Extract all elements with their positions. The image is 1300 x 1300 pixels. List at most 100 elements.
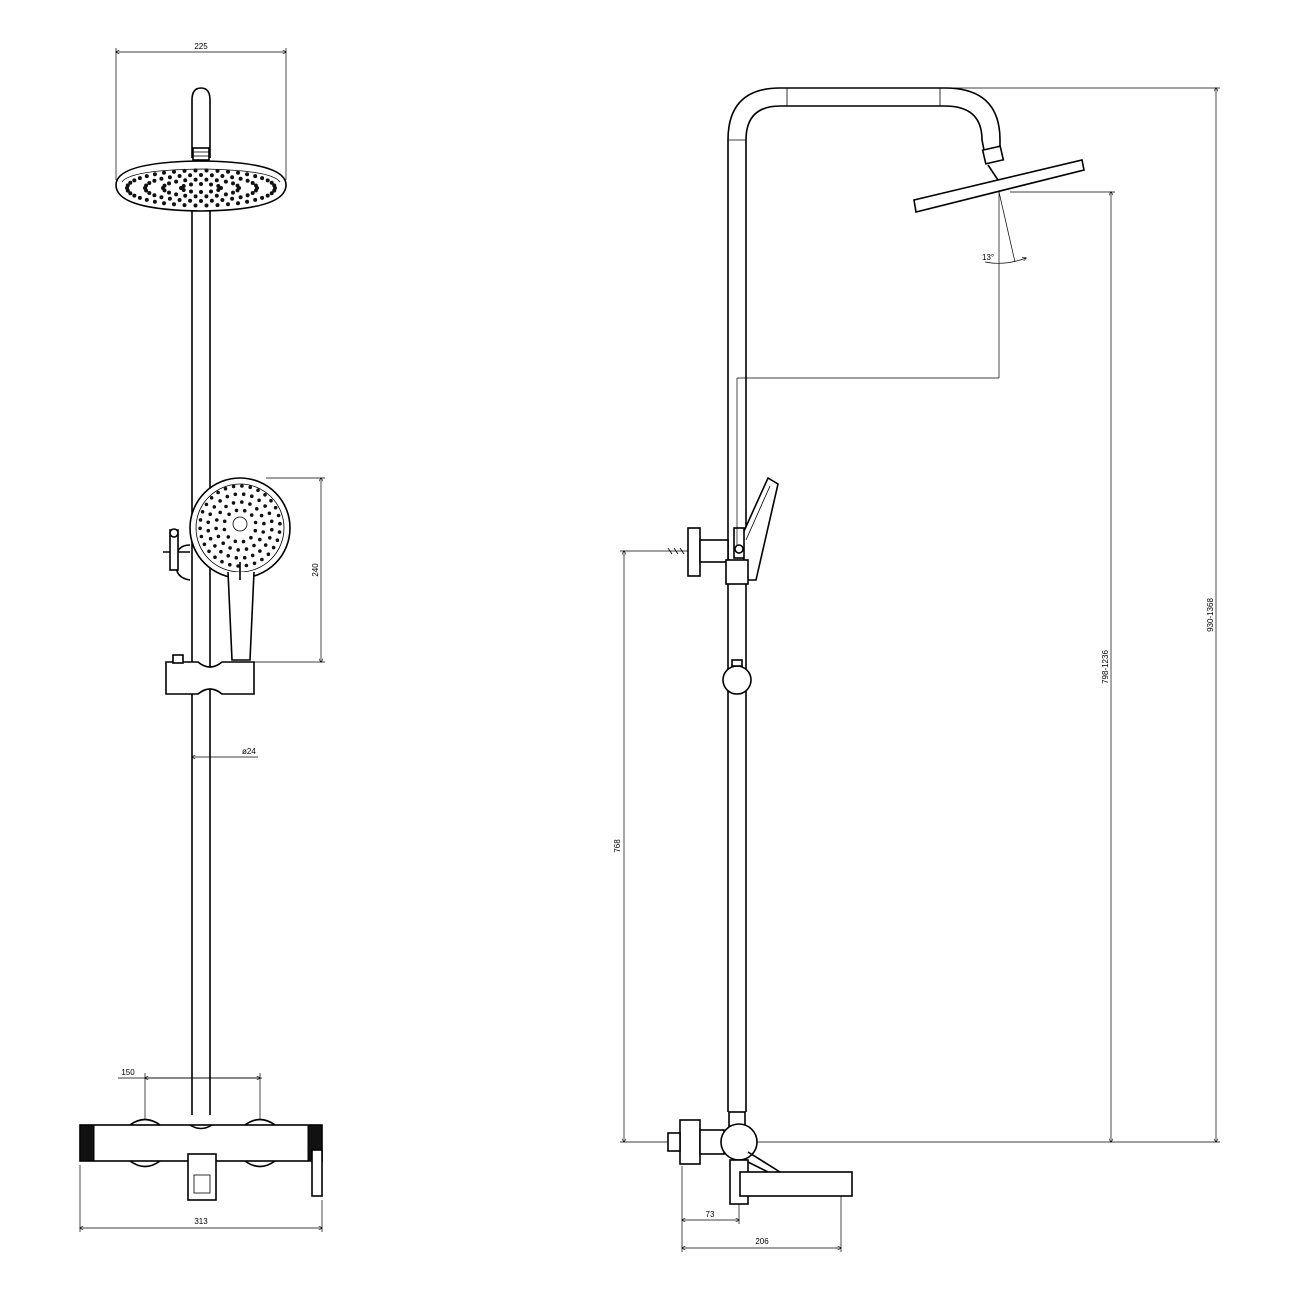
nozzle-dot bbox=[220, 198, 225, 202]
nozzle-dot bbox=[214, 193, 219, 198]
front-view: 225 240 ø24 150 313 bbox=[79, 42, 325, 1232]
nozzle-dot bbox=[227, 512, 231, 517]
nozzle-dot bbox=[183, 178, 188, 183]
nozzle-dot bbox=[128, 180, 133, 185]
nozzle-dot bbox=[269, 498, 273, 503]
nozzle-dot bbox=[174, 179, 179, 184]
nozzle-dot bbox=[234, 508, 239, 513]
nozzle-dot bbox=[222, 527, 227, 532]
nozzle-dot bbox=[125, 183, 130, 188]
nozzle-dot bbox=[198, 518, 203, 522]
nozzle-dot bbox=[263, 543, 268, 547]
nozzle-dot bbox=[235, 183, 240, 188]
nozzle-dot bbox=[236, 170, 240, 175]
nozzle-dot bbox=[128, 191, 133, 196]
nozzle-dot bbox=[209, 189, 213, 194]
nozzle-dot bbox=[188, 198, 193, 203]
nozzle-dot bbox=[209, 496, 214, 500]
nozzle-dot bbox=[189, 189, 193, 194]
nozzle-dot bbox=[250, 181, 255, 185]
nozzle-dot bbox=[236, 564, 240, 568]
nozzle-dot bbox=[258, 549, 262, 553]
nozzle-dot bbox=[152, 172, 157, 177]
nozzle-dot bbox=[162, 170, 166, 175]
nozzle-dot bbox=[236, 201, 240, 206]
nozzle-dot bbox=[144, 174, 149, 179]
nozzle-dot bbox=[204, 168, 209, 173]
dim-wall-to-mixer: 73 bbox=[706, 1210, 715, 1219]
side-mixer bbox=[667, 1111, 853, 1205]
nozzle-dot bbox=[189, 182, 193, 187]
nozzle-dot bbox=[214, 526, 218, 531]
nozzle-dot bbox=[245, 199, 250, 204]
nozzle-dot bbox=[277, 530, 282, 534]
nozzle-dot bbox=[253, 528, 258, 533]
nozzle-dot bbox=[216, 490, 220, 495]
nozzle-dot bbox=[252, 561, 257, 566]
nozzle-dot bbox=[206, 528, 211, 533]
nozzle-dot bbox=[233, 539, 238, 544]
nozzle-dot bbox=[183, 193, 188, 198]
nozzle-dot bbox=[137, 176, 142, 181]
dim-head-height-range: 798-1236 bbox=[1101, 650, 1110, 684]
nozzle-dot bbox=[231, 484, 236, 489]
nozzle-dot bbox=[220, 174, 225, 178]
nozzle-dot bbox=[223, 486, 228, 491]
nozzle-dot bbox=[228, 546, 232, 550]
nozzle-dot bbox=[208, 536, 213, 541]
nozzle-dot bbox=[245, 193, 250, 198]
front-overhead-head bbox=[115, 160, 287, 212]
nozzle-dot bbox=[248, 502, 252, 506]
nozzle-dot bbox=[152, 178, 157, 183]
nozzle-dot bbox=[174, 192, 179, 197]
nozzle-dot bbox=[253, 197, 258, 202]
nozzle-dot bbox=[225, 494, 230, 499]
nozzle-dot bbox=[137, 195, 142, 200]
nozzle-dot bbox=[253, 188, 258, 193]
nozzle-dot bbox=[272, 183, 277, 188]
nozzle-dot bbox=[167, 181, 171, 186]
nozzle-dot bbox=[177, 174, 182, 178]
nozzle-dot bbox=[193, 194, 198, 199]
nozzle-dot bbox=[249, 513, 254, 517]
nozzle-dot bbox=[215, 518, 219, 522]
nozzle-dot bbox=[238, 176, 243, 181]
nozzle-dot bbox=[276, 513, 281, 518]
nozzle-dot bbox=[253, 174, 258, 179]
nozzle-dot bbox=[231, 501, 236, 505]
nozzle-dot bbox=[204, 194, 209, 199]
nozzle-dot bbox=[223, 179, 228, 184]
nozzle-dot bbox=[218, 499, 222, 503]
nozzle-dot bbox=[250, 494, 254, 499]
front-rail bbox=[191, 87, 211, 1115]
nozzle-dot bbox=[263, 504, 267, 508]
nozzle-dot bbox=[273, 505, 278, 510]
nozzle-dot bbox=[241, 539, 246, 544]
nozzle-dot bbox=[244, 547, 249, 551]
side-dimensions: 13° 768 798-1236 930-1368 bbox=[613, 88, 1220, 1252]
nozzle-dot bbox=[167, 175, 172, 180]
side-view: 13° 768 798-1236 930-1368 bbox=[613, 87, 1220, 1252]
nozzle-dot bbox=[198, 526, 202, 531]
nozzle-dot bbox=[132, 178, 137, 183]
nozzle-dot bbox=[162, 183, 167, 188]
nozzle-dot bbox=[219, 549, 223, 554]
nozzle-dot bbox=[236, 548, 240, 552]
nozzle-dot bbox=[199, 190, 203, 194]
dim-handshower-height: 240 bbox=[311, 563, 320, 577]
dim-head-width: 225 bbox=[194, 42, 208, 51]
side-overhead-head bbox=[913, 145, 1085, 213]
nozzle-dot bbox=[132, 193, 137, 198]
nozzle-dot bbox=[199, 199, 203, 203]
nozzle-dot bbox=[275, 538, 280, 542]
nozzle-dot bbox=[216, 188, 221, 192]
nozzle-dot bbox=[250, 553, 255, 558]
nozzle-dot bbox=[226, 554, 230, 558]
nozzle-dot bbox=[182, 168, 187, 173]
nozzle-dot bbox=[147, 191, 152, 195]
dim-outlet-height: 768 bbox=[613, 839, 622, 853]
nozzle-dot bbox=[182, 203, 187, 208]
nozzle-dot bbox=[234, 556, 239, 560]
nozzle-dot bbox=[226, 169, 230, 174]
nozzle-dot bbox=[233, 492, 238, 497]
